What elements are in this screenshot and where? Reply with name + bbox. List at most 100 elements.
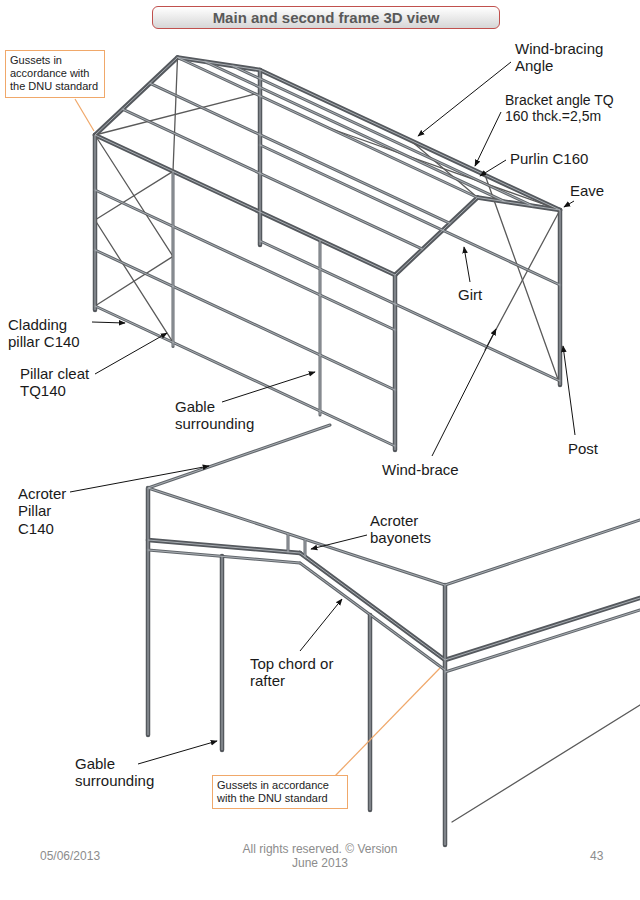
steel-member <box>410 140 478 198</box>
steel-highlight <box>320 240 321 415</box>
steel-highlight <box>260 70 560 210</box>
steel-highlight <box>123 109 423 249</box>
leader-line <box>432 329 496 456</box>
steel-highlight <box>95 58 178 136</box>
steel-member <box>445 610 640 672</box>
steel-member <box>445 598 640 660</box>
footer-text: 43 <box>590 850 620 864</box>
leader-line <box>564 201 574 207</box>
steel-highlight <box>395 198 478 276</box>
main-frame-3d <box>95 58 560 451</box>
steel-highlight <box>95 135 96 310</box>
steel-member <box>452 705 640 822</box>
part-label: Cladding pillar C140 <box>8 316 96 351</box>
leader-line <box>70 466 209 492</box>
steel-highlight <box>150 83 450 223</box>
steel-highlight <box>445 585 446 845</box>
steel-member <box>287 534 290 552</box>
steel-highlight <box>305 540 306 557</box>
part-label: Gable surrounding <box>75 755 170 790</box>
steel-highlight <box>222 556 223 750</box>
part-label: Wind-brace <box>382 461 482 478</box>
note-text: Gussets in accordance with the DNU stand… <box>10 54 100 94</box>
steel-highlight <box>288 534 289 552</box>
steel-member <box>95 250 395 390</box>
steel-member <box>319 240 322 415</box>
leader-line <box>563 346 575 435</box>
part-label: Acroter bayonets <box>370 512 450 547</box>
footer-text: 05/06/2013 <box>40 850 130 864</box>
steel-highlight <box>300 563 445 670</box>
steel-member <box>393 275 398 450</box>
part-label: Pillar cleat TQ140 <box>20 365 120 400</box>
leader-line <box>464 247 470 282</box>
leader-line <box>475 112 501 166</box>
leader-line <box>418 62 511 136</box>
steel-member <box>173 58 178 172</box>
part-label: Top chord or rafter <box>250 655 345 690</box>
steel-member <box>148 425 330 488</box>
note-box: Gussets in accordance with the DNU stand… <box>5 50 105 98</box>
steel-member <box>368 615 373 810</box>
steel-highlight <box>148 550 300 563</box>
steel-member <box>205 62 505 202</box>
steel-member <box>123 109 423 249</box>
steel-highlight <box>445 520 640 585</box>
part-label: Purlin C160 <box>510 150 610 167</box>
note-box: Gussets in accordance with the DNU stand… <box>212 775 348 809</box>
steel-member <box>146 488 151 735</box>
steel-highlight <box>395 275 396 450</box>
steel-member <box>300 563 445 670</box>
gusset-leader <box>335 668 440 776</box>
title-text: Main and second frame 3D view <box>161 9 491 26</box>
acroter-frame-3d <box>148 425 640 845</box>
steel-highlight <box>148 540 300 553</box>
steel-member <box>220 556 225 750</box>
part-label: Acroter Pillar C140 <box>18 485 74 537</box>
leader-line <box>138 741 217 764</box>
steel-member <box>260 70 560 210</box>
steel-highlight <box>370 615 371 810</box>
steel-member <box>445 520 640 585</box>
leader-line <box>300 599 342 651</box>
part-label: Gable surrounding <box>175 398 270 433</box>
steel-highlight <box>148 425 330 488</box>
part-label: Girt <box>458 286 508 303</box>
gusset-leader <box>75 99 94 131</box>
steel-highlight <box>445 610 640 672</box>
steel-member <box>95 58 178 136</box>
steel-highlight <box>300 553 445 660</box>
steel-member <box>172 171 175 346</box>
leader-line <box>480 160 506 176</box>
steel-member <box>260 241 560 381</box>
steel-highlight <box>260 241 560 381</box>
steel-member <box>328 128 561 211</box>
part-label: Wind-bracing Angle <box>515 40 627 75</box>
steel-highlight <box>445 598 640 660</box>
part-label: Eave <box>570 182 630 199</box>
steel-highlight <box>95 190 395 330</box>
steel-member <box>300 553 445 660</box>
steel-highlight <box>233 66 533 206</box>
steel-highlight <box>205 62 505 202</box>
steel-member <box>443 585 448 845</box>
steel-member <box>304 540 307 557</box>
note-text: Gussets in accordance with the DNU stand… <box>217 779 343 805</box>
leader-line <box>311 535 367 549</box>
steel-highlight <box>560 210 561 385</box>
steel-member <box>558 210 563 385</box>
steel-member <box>150 83 450 223</box>
steel-highlight <box>95 135 395 275</box>
steel-highlight <box>95 306 395 446</box>
leader-line <box>95 333 167 374</box>
leader-line <box>92 322 125 323</box>
part-label: Post <box>568 440 628 457</box>
steel-highlight <box>148 488 149 735</box>
title-banner: Main and second frame 3D view <box>152 6 500 29</box>
steel-member <box>233 66 533 206</box>
steel-member <box>395 198 478 276</box>
steel-member <box>95 190 395 330</box>
steel-highlight <box>95 250 395 390</box>
steel-member <box>95 135 395 275</box>
